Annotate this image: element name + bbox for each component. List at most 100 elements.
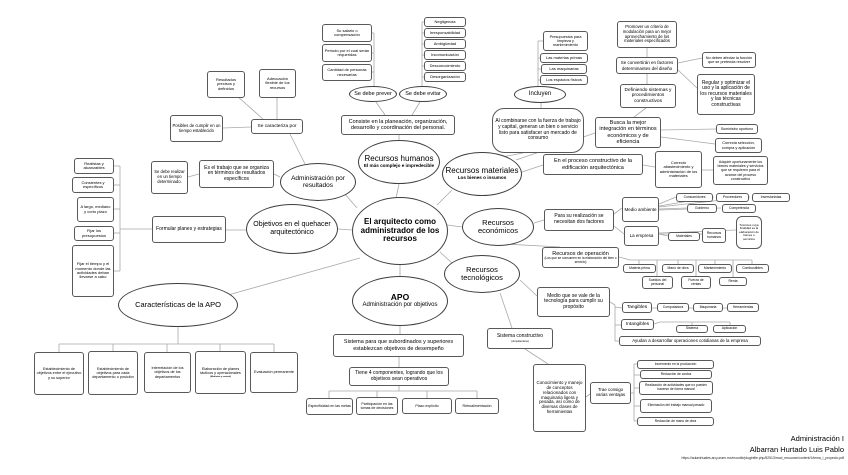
node-ayudan: Ayudan a desarrollar operaciones cotidia… (619, 336, 761, 346)
node-sistema-constructivo: Sistema constructivo(Arquitectura) (487, 328, 553, 349)
node-ventaja-eliminacion: Eliminación del trabajo manual pesado (640, 399, 712, 413)
footer-author: Albarran Hurtado Luis Pablo (749, 444, 844, 454)
node-fijar-tiempo: Fijar el tiempo y el momento donde las a… (72, 245, 114, 297)
node-mantenimiento: Mantenimiento (698, 264, 732, 273)
node-plazo-explicito: Plazo explícito (402, 398, 452, 414)
node-presupuestos-limpieza: Presupuestos para limpieza y mantenimien… (543, 31, 588, 51)
node-definiendo: Definiendo sistemas y procedimientos con… (620, 84, 676, 108)
footer-source-url: https://aulavirtuales.arq.unam.mx/moodle… (681, 455, 844, 460)
node-consientes: Consientes y específicos (72, 177, 114, 193)
node-combustibles: Combustibles (736, 264, 769, 273)
node-intangibles: Intangibles (621, 319, 654, 330)
footer-credits: Administración I Albarran Hurtado Luis P… (682, 434, 844, 461)
node-sistema-constructivo-label: Sistema constructivo (496, 333, 544, 340)
node-objetivos-quehacer: Objetivos en el quehacer arquitectónico (246, 204, 338, 254)
node-desorganizacion: Desorganización (424, 72, 466, 82)
node-consiste: Consiste en la planeación, organización,… (341, 115, 455, 135)
node-elaboracion-planes: Elaboración de planes tácticos y operaci… (195, 351, 246, 394)
node-apo-title: APO (390, 291, 410, 302)
node-recursos-humanos-sub: El más complejo e impredecible (363, 163, 435, 169)
node-adquirir-oportunamente: Adquirir oportunamente los bienes materi… (713, 156, 768, 185)
node-herramientas: Herramientas (727, 303, 759, 312)
node-establecimiento-ejecutivo: Establecimiento de objetivos entre el ej… (34, 352, 84, 395)
node-sistema: Sistema (676, 325, 708, 333)
node-la-empresa: La empresa (624, 226, 659, 246)
node-realistas: Realistas y alcanzables (74, 158, 114, 174)
node-incomunicacion: Incomunicación (424, 50, 466, 60)
node-se-convertiran: Se convertirán en factores determinantes… (616, 57, 678, 74)
node-ventaja-reduccion-mano: Reducción de mano de obra (637, 417, 714, 426)
node-evaluacion-permanente: Evaluación permanente (250, 352, 298, 393)
node-negligencia: Negligencia (424, 17, 466, 27)
node-fuerza-de-ventas: Fuerza de ventas (681, 276, 711, 289)
node-recursos-operacion-label: Recursos de operación (552, 251, 609, 258)
node-gobierno: Gobierno (687, 204, 717, 213)
node-competencia: Competencia (722, 204, 756, 213)
node-en-el-proceso: En el proceso constructivo de la edifica… (543, 154, 643, 175)
node-interrelacion: Interrelación de los objetivos de los de… (144, 352, 191, 393)
node-irresponsabilidad: Irresponsabilidad (424, 28, 466, 38)
node-busca-integracion: Busca la mejor integración en términos e… (595, 117, 661, 148)
node-a-largo-plazo: A largo, mediano y corto plazo (77, 197, 114, 222)
node-sueldos: Sueldos del personal (642, 276, 673, 289)
node-cantidad: Cantidad de personas necesarias (322, 64, 372, 81)
node-establecimiento-departamento: Establecimiento de objetivos para cada d… (88, 351, 138, 395)
node-administracion-por-resultados: Administración por resultados (280, 163, 356, 201)
node-para-su-realizacion: Para su realización se necesitan dos fac… (544, 209, 614, 231)
node-ambiguedad: Ambigüedad (424, 39, 466, 49)
node-ventaja-realizacion: Realización de actividades que no pueden… (639, 381, 713, 395)
node-materiales-factor: Materiales (668, 232, 700, 241)
node-periodo: Periodo por el cual serán requeridas (322, 44, 372, 62)
node-maquinaria: Maquinaria (693, 303, 723, 312)
node-inversionistas: Inversionistas (752, 193, 790, 202)
node-caracteristicas-apo: Características de la APO (118, 283, 238, 327)
node-resultados-precisos: Resultados precisos y definidos (207, 71, 245, 98)
node-se-debe-evitar: Se debe evitar (399, 86, 447, 102)
node-elaboracion-sub: (Medición y control) (210, 375, 231, 378)
node-sistema-subordinados: Sistema para que subordinados y superior… (333, 334, 464, 357)
node-recursos-materiales-sub: Los bienes o insumos (457, 175, 507, 181)
node-aplicacion: Aplicación (713, 325, 746, 333)
node-conocimiento: Conocimiento y manejo de conceptos relac… (533, 364, 586, 432)
node-incluyen: Incluyen (514, 86, 566, 103)
node-mano-de-obra: Mano de obra (662, 264, 694, 273)
node-salario: Su salario o compensación (322, 24, 372, 42)
node-materias-primas: Las materias primas (540, 53, 588, 63)
node-main-topic: El arquitecto como administrador de los … (352, 197, 448, 265)
node-fijar-presupuestos: Fijar los presupuestos (74, 226, 114, 241)
node-recursos-operacion-sub: (Los que se consumen en la elaboración d… (544, 256, 617, 264)
node-computadora: Computadora (657, 303, 689, 312)
node-no-deben-afectar: No deben afectar la función que se prete… (702, 52, 756, 68)
node-proveedores: Proveedores (716, 193, 749, 202)
node-tangibles: Tangibles (622, 302, 652, 313)
node-regular-optimizar: Regular y optimizar el uso y la aplicaci… (697, 74, 755, 115)
node-recursos-economicos: Recursos económicos (462, 208, 534, 246)
node-tiene-4-componentes: Tiene 4 componentes, logrando que los ob… (349, 367, 449, 386)
node-consumidores: Consumidores (676, 193, 713, 202)
node-formular-planes: Formular planes y estrategias (152, 216, 226, 243)
node-apo-sub: Administración por objetivos (362, 302, 438, 309)
node-se-caracteriza-por: Se caracteriza por (251, 119, 303, 134)
node-desconocimiento: Desconocimiento (424, 61, 466, 71)
node-medio-tecnologia: Medio que se vale de la tecnología para … (537, 287, 610, 317)
footer-course: Administración I (790, 434, 844, 443)
node-espacios-fisicos: Los espacios físicos (540, 75, 588, 85)
node-medio-ambiente: Medio ambiente (622, 197, 659, 222)
node-recursos-humanos-label: Recursos humanos (364, 154, 434, 164)
node-materia-prima: Materia prima (623, 264, 656, 273)
node-recursos-tecnologicos: Recursos tecnológicos (444, 255, 520, 293)
node-retroalimentacion: Retroalimentación (455, 398, 499, 414)
node-recursos-humanos-factor: Recursos humanos (702, 228, 726, 243)
node-promover: Promover un criterio de modulación para … (617, 21, 677, 48)
node-es-el-trabajo: Es el trabajo que se organiza en término… (199, 160, 274, 188)
node-se-debe-prever: Se debe prever (349, 86, 397, 102)
node-al-combinarse: Al combinarse con la fuerza de trabajo y… (492, 108, 584, 153)
node-ventaja-incremento: Incremento en la producción (637, 360, 714, 369)
node-especificidad: Especificidad en las metas (306, 398, 353, 415)
node-trae-consigo: Trae consigo varias ventajas (590, 382, 631, 404)
node-se-debe-realizar: Se debe realizar en un tiempo determinad… (151, 161, 188, 194)
node-recursos-operacion: Recursos de operación(Los que se consume… (542, 247, 619, 268)
node-renta: Renta (719, 277, 747, 286)
